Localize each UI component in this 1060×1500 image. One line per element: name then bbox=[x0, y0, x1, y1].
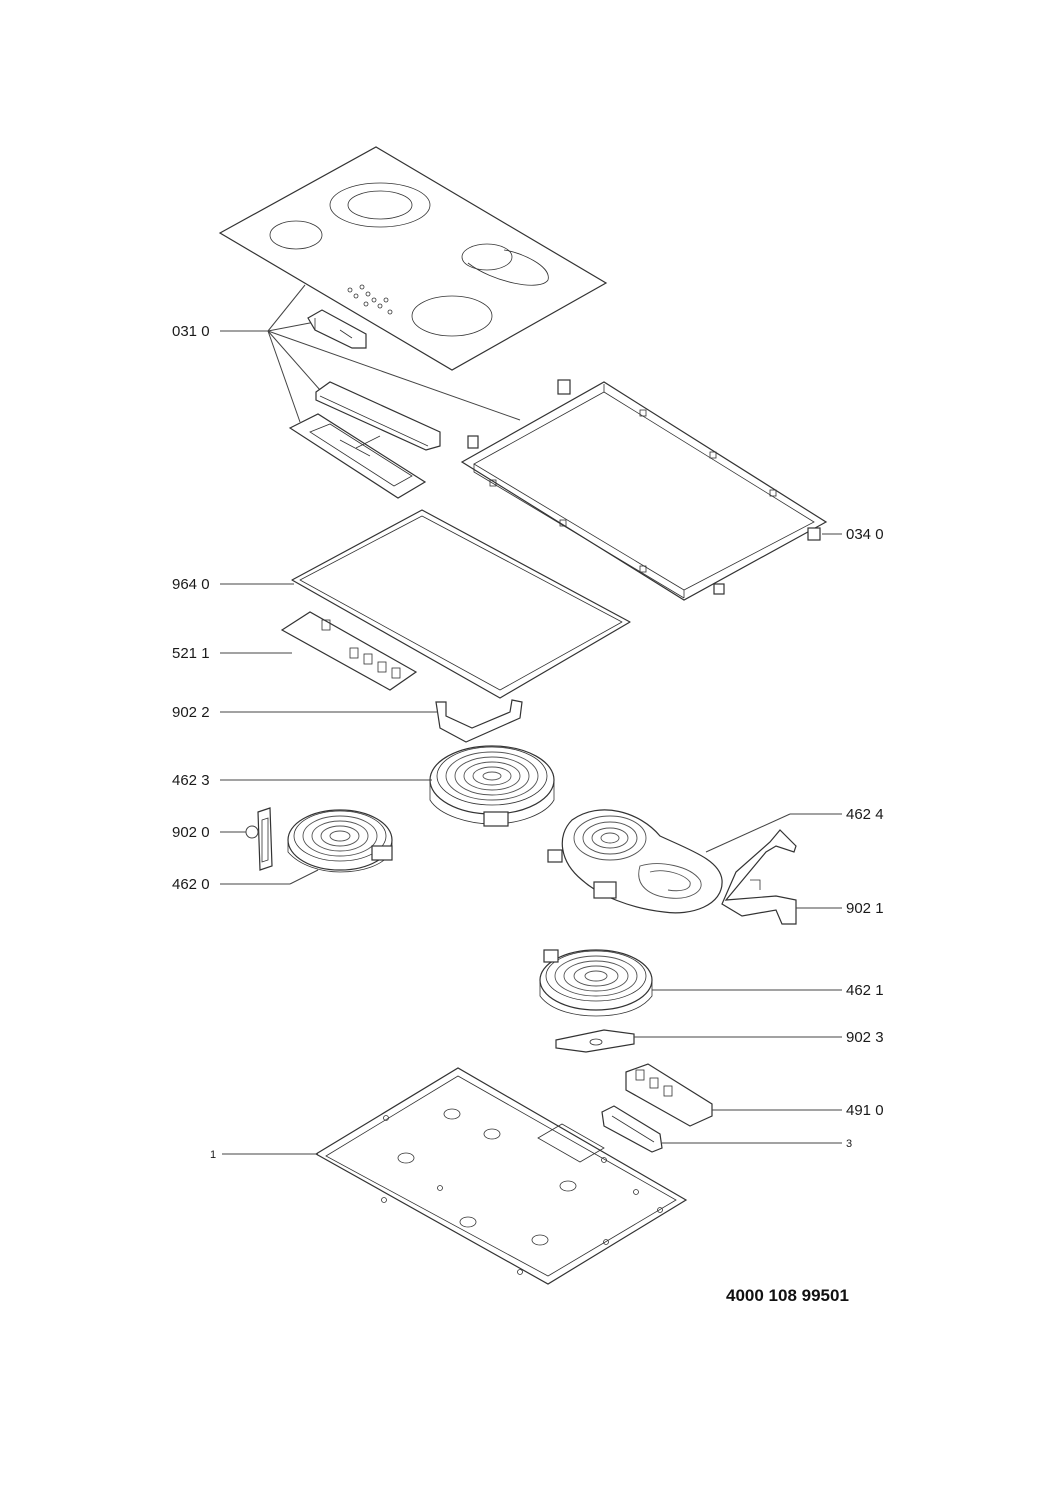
cable-bracket bbox=[601, 1105, 663, 1153]
label-1: 1 bbox=[210, 1149, 216, 1161]
label-462-4: 462 4 bbox=[846, 806, 884, 823]
label-462-0: 462 0 bbox=[172, 876, 210, 893]
bracket-902-2 bbox=[435, 699, 523, 743]
bracket-902-1 bbox=[721, 829, 797, 925]
glass-cooktop bbox=[218, 146, 608, 371]
touch-control-dots bbox=[347, 284, 393, 315]
leader-902-0 bbox=[220, 825, 259, 839]
label-462-3: 462 3 bbox=[172, 772, 210, 789]
label-902-2: 902 2 bbox=[172, 704, 210, 721]
base-tray bbox=[314, 1067, 688, 1285]
label-034-0: 034 0 bbox=[846, 526, 884, 543]
control-frame-lower bbox=[288, 413, 427, 499]
base-tray-holes bbox=[381, 1108, 663, 1275]
bracket-902-0 bbox=[257, 807, 273, 871]
label-3: 3 bbox=[846, 1138, 852, 1150]
leader-462-0 bbox=[220, 869, 319, 885]
heating-element-dual bbox=[547, 809, 723, 914]
terminal-block bbox=[625, 1063, 713, 1127]
label-964-0: 964 0 bbox=[172, 576, 210, 593]
heating-element-large bbox=[429, 745, 555, 827]
label-462-1: 462 1 bbox=[846, 982, 884, 999]
side-clip bbox=[807, 527, 821, 541]
frame-clip-bottom bbox=[713, 583, 725, 595]
label-521-1: 521 1 bbox=[172, 645, 210, 662]
label-031-0: 031 0 bbox=[172, 323, 210, 340]
gasket bbox=[291, 509, 631, 699]
frame-clip-left bbox=[467, 435, 479, 449]
heating-element-medium bbox=[539, 949, 653, 1017]
label-902-0: 902 0 bbox=[172, 824, 210, 841]
leader-031-0 bbox=[220, 284, 521, 423]
heating-element-small bbox=[287, 809, 393, 873]
label-491-0: 491 0 bbox=[846, 1102, 884, 1119]
frame-clip-top bbox=[557, 379, 571, 395]
metal-frame bbox=[460, 381, 828, 601]
bracket-902-3 bbox=[555, 1029, 635, 1053]
control-board bbox=[280, 611, 418, 691]
control-frame-upper bbox=[315, 381, 441, 451]
label-902-1: 902 1 bbox=[846, 900, 884, 917]
label-902-3: 902 3 bbox=[846, 1029, 884, 1046]
control-bracket bbox=[307, 309, 367, 349]
document-number: 4000 108 99501 bbox=[726, 1286, 849, 1305]
leader-462-4 bbox=[705, 813, 842, 853]
